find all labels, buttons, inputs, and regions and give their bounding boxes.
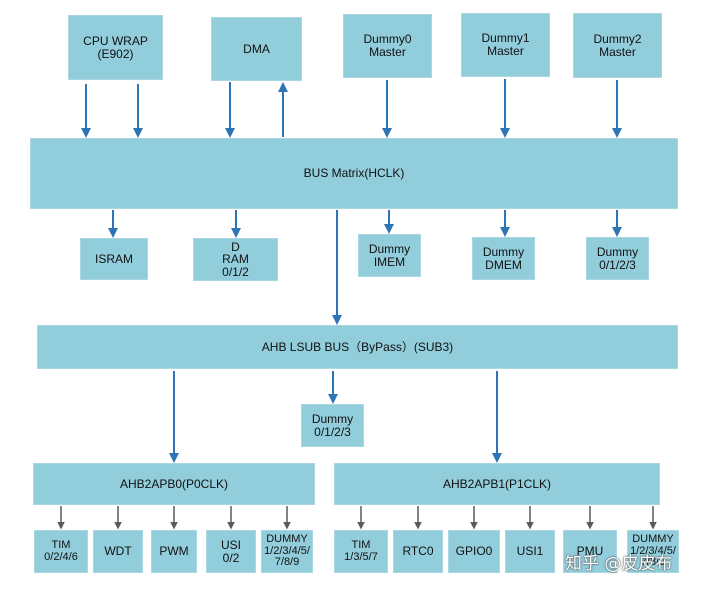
dummy-dmem-label: Dummy DMEM [482,244,525,272]
apb1-peripheral-usi1: USI1 [505,530,555,573]
apb0-peripheral-wdt: WDT [93,530,143,573]
dram-label: D RAM 0/1/2 [222,239,249,279]
apb0-peripheral-wdt-label: WDT [104,544,132,559]
apb1-peripheral-rtc0-label: RTC0 [402,544,434,559]
ahb2apb1-block: AHB2APB1(P1CLK) [334,463,660,505]
apb0-peripheral-dummy-label: DUMMY 1/2/3/4/5/ 7/8/9 [264,533,310,569]
apb0-peripheral-pwm-label: PWM [159,544,189,559]
apb1-peripheral-pmu-label: PMU [576,544,604,559]
apb1-peripheral-tim-label: TIM 1/3/5/7 [344,538,378,563]
dummy-0123-mid-block: Dummy 0/1/2/3 [301,404,364,447]
dummy2-master-label: Dummy2 Master [593,31,642,59]
dummy-imem-label: Dummy IMEM [368,241,411,269]
isram-label: ISRAM [94,251,133,266]
apb1-peripheral-rtc0: RTC0 [393,530,443,573]
ahb-lsub-bus-label: AHB LSUB BUS（ByPass）(SUB3) [261,339,454,354]
apb0-peripheral-tim-label: TIM 0/2/4/6 [44,538,78,563]
dummy1-master-block: Dummy1 Master [461,13,550,77]
cpu-wrap-label: CPU WRAP (E902) [83,33,148,61]
dummy0-master-label: Dummy0 Master [363,32,412,59]
ahb2apb0-block: AHB2APB0(P0CLK) [33,463,315,505]
apb1-peripheral-gpio0: GPIO0 [448,530,500,573]
dummy-0123-mid-label: Dummy 0/1/2/3 [311,411,354,439]
bus-matrix-block: BUS Matrix(HCLK) [30,138,678,209]
apb1-peripheral-dummy: DUMMY 1/2/3/4/5/ 7/8/9 [627,530,679,573]
apb1-peripheral-pmu: PMU [563,530,617,573]
apb0-peripheral-usi-label: USI 0/2 [220,537,241,565]
dummy2-master-block: Dummy2 Master [573,13,662,78]
dma-label: DMA [243,41,270,56]
dummy-dmem-block: Dummy DMEM [472,237,535,280]
dummy-0123-top-label: Dummy 0/1/2/3 [596,244,639,272]
dummy-0123-top-block: Dummy 0/1/2/3 [586,237,649,280]
apb0-peripheral-pwm: PWM [151,530,197,573]
dummy0-master-block: Dummy0 Master [343,14,432,78]
dram-block: D RAM 0/1/2 [193,238,278,281]
apb1-peripheral-usi1-label: USI1 [516,544,544,559]
apb1-peripheral-tim: TIM 1/3/5/7 [334,530,388,573]
isram-block: ISRAM [80,238,148,280]
dma-block: DMA [211,17,302,81]
bus-matrix-label: BUS Matrix(HCLK) [303,166,405,181]
apb1-peripheral-dummy-label: DUMMY 1/2/3/4/5/ 7/8/9 [630,533,676,569]
dummy-imem-block: Dummy IMEM [358,234,421,277]
ahb-lsub-bus-block: AHB LSUB BUS（ByPass）(SUB3) [37,325,678,369]
apb0-peripheral-usi: USI 0/2 [206,530,256,573]
apb0-peripheral-tim: TIM 0/2/4/6 [34,530,88,573]
apb0-peripheral-dummy: DUMMY 1/2/3/4/5/ 7/8/9 [261,530,313,573]
cpu-wrap-block: CPU WRAP (E902) [68,15,163,80]
ahb2apb1-label: AHB2APB1(P1CLK) [442,476,552,491]
apb1-peripheral-gpio0-label: GPIO0 [455,544,493,559]
dummy1-master-label: Dummy1 Master [481,31,530,58]
watermark-text: 知乎 @皮皮布 [565,554,673,574]
ahb2apb0-label: AHB2APB0(P0CLK) [119,476,229,491]
